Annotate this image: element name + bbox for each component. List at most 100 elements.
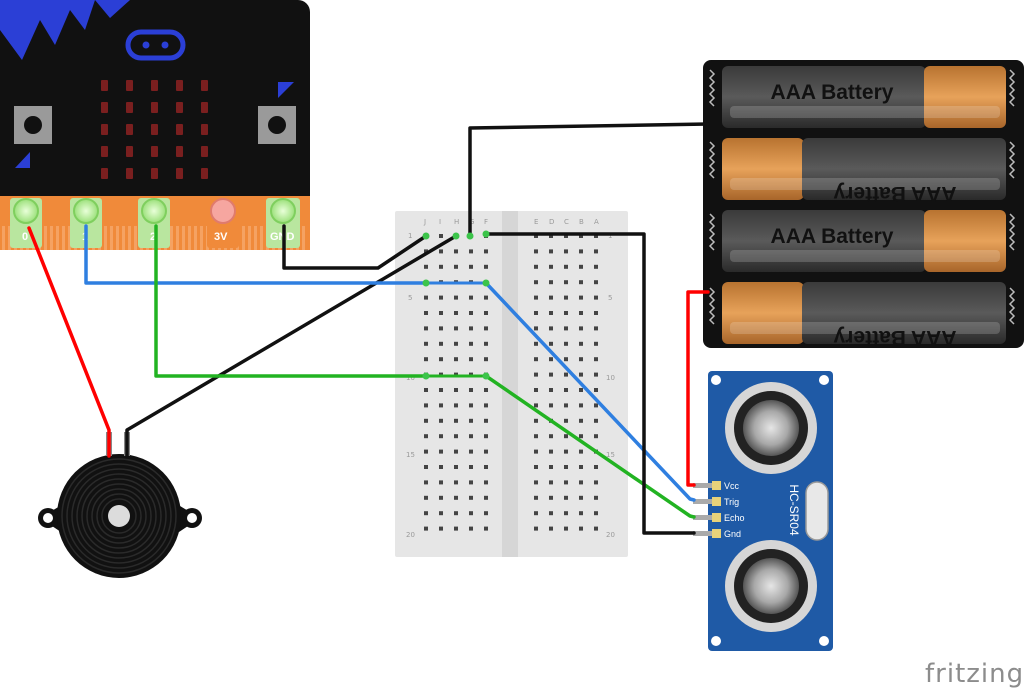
breadboard-hole[interactable] [564, 372, 568, 377]
breadboard-hole[interactable] [424, 311, 428, 315]
breadboard-hole[interactable] [424, 357, 428, 362]
breadboard-hole[interactable] [469, 403, 473, 408]
breadboard-hole[interactable] [439, 465, 443, 469]
breadboard-hole[interactable] [594, 357, 598, 362]
breadboard-hole[interactable] [594, 311, 598, 315]
breadboard-hole[interactable] [594, 280, 598, 285]
pin-1[interactable] [70, 198, 102, 248]
breadboard-hole[interactable] [594, 480, 598, 485]
breadboard-hole[interactable] [534, 295, 538, 300]
breadboard-hole[interactable] [579, 280, 583, 285]
breadboard-hole[interactable] [454, 449, 458, 454]
breadboard-hole[interactable] [469, 526, 473, 531]
breadboard-hole[interactable] [439, 511, 443, 516]
breadboard-hole[interactable] [564, 357, 568, 362]
breadboard-hole[interactable] [439, 234, 443, 238]
breadboard-hole[interactable] [424, 388, 428, 392]
breadboard-hole[interactable] [469, 249, 473, 254]
breadboard-hole[interactable] [534, 326, 538, 331]
breadboard-hole[interactable] [454, 295, 458, 300]
breadboard-hole[interactable] [484, 357, 488, 362]
breadboard-hole[interactable] [594, 249, 598, 254]
breadboard-hole[interactable] [549, 341, 553, 346]
breadboard-hole[interactable] [424, 326, 428, 331]
breadboard-hole[interactable] [534, 526, 538, 531]
breadboard-hole[interactable] [424, 495, 428, 500]
breadboard-hole[interactable] [424, 341, 428, 346]
breadboard-hole[interactable] [579, 341, 583, 346]
breadboard-hole[interactable] [549, 311, 553, 315]
breadboard-hole[interactable] [534, 341, 538, 346]
breadboard-hole[interactable] [424, 449, 428, 454]
breadboard-hole[interactable] [424, 295, 428, 300]
breadboard-hole[interactable] [484, 249, 488, 254]
sensor-pin-vcc[interactable] [693, 481, 721, 490]
breadboard-hole[interactable] [454, 526, 458, 531]
breadboard-hole[interactable] [534, 418, 538, 423]
breadboard-hole[interactable] [594, 326, 598, 331]
breadboard-hole[interactable] [454, 249, 458, 254]
breadboard-hole[interactable] [549, 511, 553, 516]
breadboard-hole[interactable] [484, 418, 488, 423]
breadboard-hole[interactable] [424, 526, 428, 531]
breadboard-hole[interactable] [439, 341, 443, 346]
breadboard-hole[interactable] [484, 326, 488, 331]
breadboard-hole[interactable] [469, 449, 473, 454]
breadboard-hole[interactable] [579, 526, 583, 531]
breadboard-hole[interactable] [439, 526, 443, 531]
breadboard-hole[interactable] [549, 526, 553, 531]
breadboard-hole[interactable] [534, 264, 538, 269]
breadboard-hole[interactable] [469, 264, 473, 269]
breadboard-hole[interactable] [534, 311, 538, 315]
breadboard-hole[interactable] [594, 372, 598, 377]
breadboard-hole[interactable] [484, 526, 488, 531]
breadboard-hole[interactable] [424, 403, 428, 408]
breadboard-hole[interactable] [594, 234, 598, 238]
button-b[interactable] [258, 106, 296, 144]
wire-black-buzzer-gnd[interactable] [125, 234, 458, 458]
breadboard-hole[interactable] [534, 388, 538, 392]
breadboard-hole[interactable] [564, 403, 568, 408]
breadboard-hole[interactable] [484, 295, 488, 300]
breadboard-hole[interactable] [534, 434, 538, 439]
breadboard-hole[interactable] [564, 326, 568, 331]
breadboard-hole[interactable] [579, 264, 583, 269]
breadboard-hole[interactable] [534, 280, 538, 285]
breadboard-hole[interactable] [454, 357, 458, 362]
breadboard-hole[interactable] [549, 280, 553, 285]
breadboard-hole[interactable] [594, 465, 598, 469]
breadboard-hole[interactable] [564, 280, 568, 285]
breadboard-hole[interactable] [469, 418, 473, 423]
breadboard-hole[interactable] [594, 264, 598, 269]
breadboard-hole[interactable] [549, 388, 553, 392]
breadboard-hole[interactable] [579, 388, 583, 392]
breadboard-hole[interactable] [594, 511, 598, 516]
breadboard-hole[interactable] [594, 388, 598, 392]
breadboard-hole[interactable] [579, 372, 583, 377]
pin-gnd[interactable] [266, 198, 300, 248]
breadboard-hole[interactable] [549, 234, 553, 238]
breadboard-hole[interactable] [564, 449, 568, 454]
breadboard-hole[interactable] [579, 434, 583, 439]
wire-green-row10-echo[interactable] [484, 374, 696, 519]
breadboard-hole[interactable] [564, 264, 568, 269]
button-a[interactable] [14, 106, 52, 144]
breadboard-hole[interactable] [579, 311, 583, 315]
wire-green-pin2-echo[interactable] [154, 224, 428, 378]
breadboard-hole[interactable] [549, 295, 553, 300]
breadboard-hole[interactable] [549, 495, 553, 500]
breadboard-hole[interactable] [594, 295, 598, 300]
breadboard-hole[interactable] [564, 434, 568, 439]
breadboard-hole[interactable] [549, 357, 553, 362]
breadboard-hole[interactable] [439, 418, 443, 423]
breadboard-hole[interactable] [439, 295, 443, 300]
breadboard-hole[interactable] [549, 372, 553, 377]
wire-blue-row5-trig[interactable] [484, 281, 696, 502]
breadboard-hole[interactable] [439, 495, 443, 500]
breadboard-hole[interactable] [439, 249, 443, 254]
breadboard-hole[interactable] [594, 495, 598, 500]
breadboard-hole[interactable] [469, 311, 473, 315]
breadboard-hole[interactable] [594, 403, 598, 408]
breadboard-hole[interactable] [579, 295, 583, 300]
breadboard-hole[interactable] [454, 264, 458, 269]
